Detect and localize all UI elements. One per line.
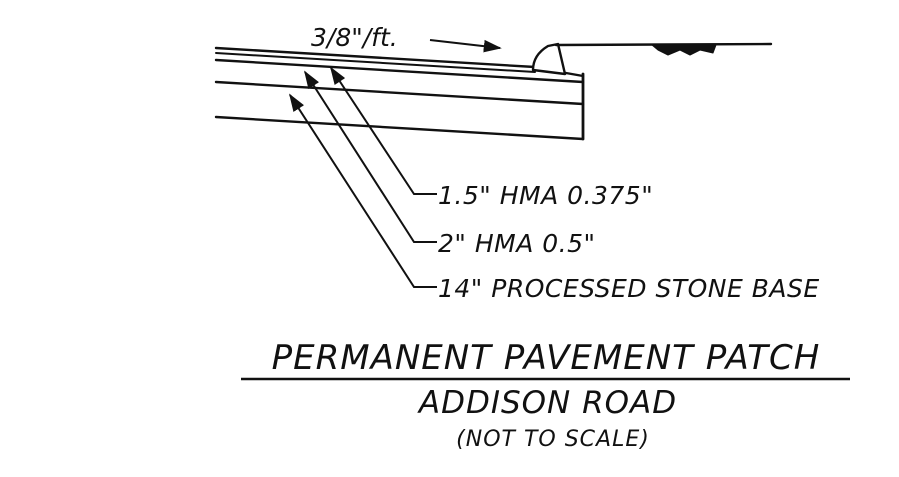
title-block: PERMANENT PAVEMENT PATCH ADDISON ROAD (N… [241,338,850,452]
layer-labels: 1.5" HMA 0.375" 2" HMA 0.5" 14" PROCESSE… [438,181,820,303]
slope-annotation: 3/8"/ft. [311,23,502,53]
ground-hatch [651,44,717,56]
curb-shape [531,42,567,76]
layer-label-stone-base: 14" PROCESSED STONE BASE [438,274,820,303]
leader-hma-05 [304,70,437,243]
surface-course-top-line [214,46,537,69]
scale-note: (NOT TO SCALE) [456,427,650,452]
layer-label-hma-0375: 1.5" HMA 0.375" [438,181,653,210]
leader-hma-0375 [330,66,437,195]
patch-edge-step [564,71,585,78]
pavement-cross-section [214,42,773,141]
surface-course-top-line-2 [215,52,536,73]
leader-stone-base [289,93,437,288]
layer-label-hma-05: 2" HMA 0.5" [438,229,596,258]
base-course-bottom-line [214,115,585,141]
slope-arrow [429,39,502,53]
title-line2: ADDISON ROAD [417,385,677,421]
slope-label: 3/8"/ft. [311,23,398,52]
title-line1: PERMANENT PAVEMENT PATCH [272,338,821,378]
leader-lines [289,66,437,288]
binder-course-line [214,58,585,84]
base-course-top-line [214,80,585,106]
